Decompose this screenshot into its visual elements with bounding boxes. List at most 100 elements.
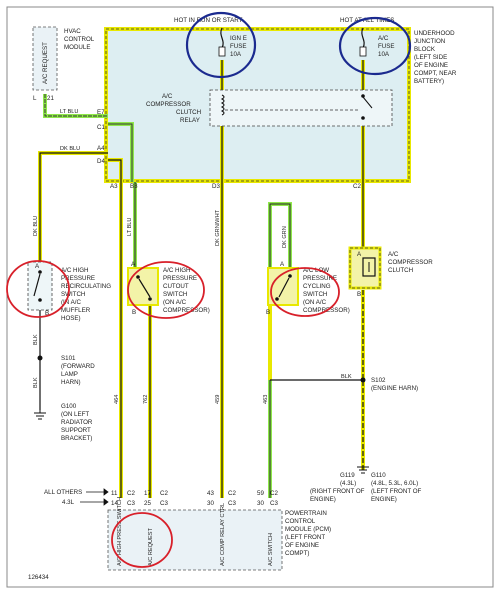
- ign-e-fuse: [218, 27, 226, 57]
- svg-text:C3: C3: [160, 500, 168, 507]
- pcm-43l-label: 4.3L: [62, 499, 75, 506]
- wire-blk-label-3: BLK: [33, 377, 39, 388]
- recirc-switch-label: A/C HIGH PRESSURE RECIRCULATING SWITCH (…: [61, 267, 113, 322]
- clutch-outline: [349, 247, 381, 289]
- wire-dk-blu-vert-label: DK BLU: [33, 216, 39, 236]
- pcm-connector-top: 11 C2 17 C2 43 C2 59 C2: [111, 490, 278, 497]
- wire-463-label: 463: [263, 395, 269, 404]
- clutch-label: A/C COMPRESSOR CLUTCH: [388, 251, 434, 274]
- g100-ground-icon: [34, 408, 46, 420]
- pin-c2: C2: [353, 183, 361, 190]
- svg-text:C2: C2: [228, 490, 236, 497]
- pcm-box: [107, 509, 283, 571]
- pcm-label: POWERTRAIN CONTROL MODULE (PCM) (LEFT FR…: [285, 510, 333, 557]
- svg-text:C2: C2: [160, 490, 168, 497]
- wire-blk-label-1: BLK: [341, 374, 352, 380]
- svg-text:C3: C3: [228, 500, 236, 507]
- hvac-request-label: A/C REQUEST: [42, 42, 49, 84]
- svg-text:14: 14: [111, 500, 118, 507]
- cutout-switch-symbol: [136, 275, 152, 301]
- hvac-pin-letter: L: [33, 95, 37, 102]
- pin-d4: D4: [97, 158, 105, 165]
- recirc-pin-a: A: [35, 263, 40, 270]
- wire-464-label: 464: [114, 395, 120, 404]
- g110-label: G110 (4.8L, 5.3L, 6.0L) (LEFT FRONT OF E…: [371, 472, 423, 503]
- pcm-function-2: A/C REQUEST: [148, 527, 154, 566]
- annotation-circle-ac-fuse: [338, 16, 412, 76]
- g119-label: G119 (4.3L) (RIGHT FRONT OF ENGINE): [310, 472, 366, 503]
- diagram-id: 126434: [28, 574, 49, 581]
- pin-a3: A3: [110, 183, 118, 190]
- relay-label: A/C COMPRESSOR CLUTCH RELAY: [146, 93, 203, 124]
- svg-text:C3: C3: [270, 500, 278, 507]
- wire-blk-label-2: BLK: [33, 334, 39, 345]
- svg-text:C3: C3: [127, 500, 135, 507]
- cutout-pin-a: A: [131, 261, 136, 268]
- s102-label: S102 (ENGINE HARN): [371, 377, 418, 392]
- ign-e-fuse-label: IGN E FUSE 10A: [230, 35, 249, 58]
- hot-run-start-label: HOT IN RUN OR START: [174, 17, 243, 24]
- svg-text:43: 43: [207, 490, 214, 497]
- pcm-function-4: A/C SWITCH: [268, 533, 274, 566]
- recirc-switch-box: [27, 261, 53, 311]
- wire-762-label: 762: [143, 395, 149, 404]
- pcm-function-1: A/C HIGH PRESS SWITCH: [117, 497, 123, 566]
- svg-text:30: 30: [257, 500, 264, 507]
- pin-b3: B3: [130, 183, 138, 190]
- pcm-connector-bottom: 14 C3 25 C3 30 C3 30 C3: [111, 500, 278, 507]
- junction-block-label: UNDERHOOD JUNCTION BLOCK (LEFT SIDE OF E…: [414, 30, 458, 85]
- svg-text:11: 11: [111, 490, 118, 497]
- annotation-circle-pcm-request: [111, 512, 173, 568]
- annotation-circle-cutout: [127, 261, 205, 319]
- recirc-switch-symbol: [33, 270, 42, 302]
- hvac-pin-num: 21: [47, 95, 54, 102]
- svg-text:25: 25: [144, 500, 151, 507]
- relay-box: [209, 89, 393, 127]
- wire-lt-blu-label: LT BLU: [60, 109, 78, 115]
- cycling-pin-b: B: [266, 309, 270, 316]
- annotation-circle-ign-fuse: [185, 11, 257, 79]
- ac-fuse-label: A/C FUSE 10A: [378, 35, 396, 58]
- wire-dk-grn-wht-label: DK GRN/WHT: [215, 209, 221, 246]
- annotation-circle-cycling: [270, 267, 340, 317]
- clutch-coil-symbol: [362, 257, 376, 277]
- page-frame: [6, 6, 494, 588]
- wire-dk-grn-label: DK GRN: [282, 226, 288, 248]
- ac-fuse: [359, 27, 367, 57]
- pcm-arrows: [80, 488, 109, 506]
- wire-dk-blu-label: DK BLU: [60, 146, 80, 152]
- relay-coil: [220, 94, 225, 116]
- pin-d3: D3: [212, 183, 220, 190]
- s102-splice-dot: [360, 377, 366, 383]
- svg-text:59: 59: [257, 490, 264, 497]
- pin-e7: E7: [97, 109, 105, 116]
- wire-459-label: 459: [215, 395, 221, 404]
- cycling-switch-symbol: [275, 274, 292, 301]
- clutch-pin-b: B: [357, 291, 361, 298]
- hvac-module-box: [32, 26, 58, 91]
- svg-text:30: 30: [207, 500, 214, 507]
- cutout-switch-label: A/C HIGH PRESSURE CUTOUT SWITCH (ON A/C …: [163, 267, 210, 314]
- g110-ground-icon: [357, 466, 369, 474]
- svg-text:17: 17: [144, 490, 151, 497]
- pcm-all-others-label: ALL OTHERS: [44, 489, 82, 496]
- pcm-function-3: A/C COMP RELAY CTRL: [220, 503, 226, 566]
- annotation-circle-recirc: [6, 260, 70, 318]
- g100-label: G100 (ON LEFT RADIATOR SUPPORT BRACKET): [61, 403, 94, 442]
- s101-label: S101 (FORWARD LAMP HARN): [61, 355, 96, 386]
- wire-lt-blu-vert-label: LT BLU: [127, 218, 133, 236]
- pin-a4: A4: [97, 145, 105, 152]
- svg-text:C2: C2: [127, 490, 135, 497]
- cycling-pin-a: A: [280, 261, 285, 268]
- hvac-module-label: HVAC CONTROL MODULE: [64, 28, 96, 51]
- svg-text:C2: C2: [270, 490, 278, 497]
- hot-all-times-label: HOT AT ALL TIMES: [340, 17, 394, 24]
- wires: [38, 60, 365, 498]
- clutch-pin-a: A: [357, 251, 362, 258]
- s101-splice-dot: [37, 355, 43, 361]
- cutout-pin-b: B: [132, 309, 136, 316]
- junction-block-outline: [105, 28, 410, 182]
- pin-c1: C1: [97, 124, 105, 131]
- relay-switch: [225, 94, 373, 120]
